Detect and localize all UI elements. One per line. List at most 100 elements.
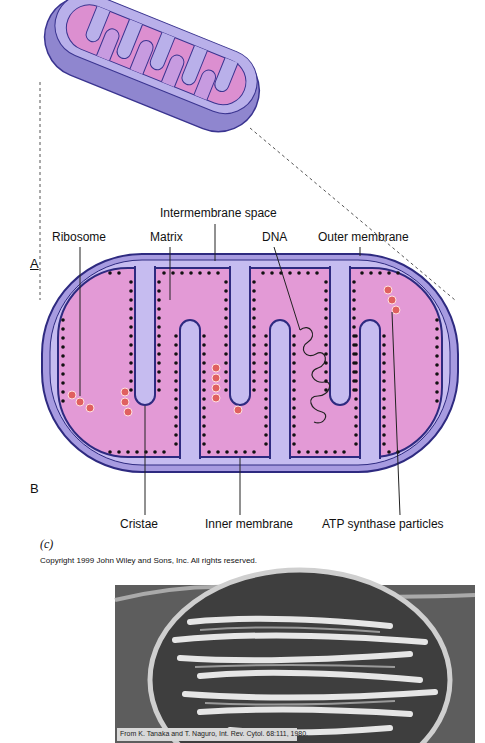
atp-particle [382,388,386,392]
atp-particle [202,361,206,365]
atp-particle [202,352,206,356]
atp-particle [157,343,161,347]
atp-particle [157,379,161,383]
atp-particle [387,271,391,275]
atp-particle [264,361,268,365]
atp-particle [435,372,439,376]
atp-particle [174,352,178,356]
atp-particle [224,298,228,302]
region-label: Matrix [150,231,183,245]
atp-particle [224,325,228,329]
atp-particle [225,450,229,454]
atp-particle [224,334,228,338]
atp-particle [354,415,358,419]
atp-particle [264,388,268,392]
atp-particle [435,318,439,322]
atp-particle [129,325,133,329]
atp-particle [382,415,386,419]
atp-particle [264,379,268,383]
atp-particle [382,370,386,374]
atp-particle [61,363,65,367]
atp-particle [129,379,133,383]
atp-particle [252,316,256,320]
atp-particle [198,271,202,275]
atp-particle [382,442,386,446]
atp-particle [324,307,328,311]
atp-particle [243,450,247,454]
atp-particle [396,271,400,275]
atp-particle [129,307,133,311]
atp-particle [324,316,328,320]
panel-letter: B [30,482,39,497]
atp-particle [61,390,65,394]
atp-particle [129,361,133,365]
part-label: Inner membrane [205,518,293,532]
atp-particle [108,271,112,275]
atp-particle [354,334,358,338]
atp-particle [126,450,130,454]
atp-particle [264,442,268,446]
atp-particle [157,370,161,374]
atp-particle [354,361,358,365]
atp-particle [292,361,296,365]
atp-particle [292,370,296,374]
atp-particle [135,450,139,454]
atp-particle [264,343,268,347]
atp-particle [382,424,386,428]
atp-particle [157,316,161,320]
atp-particle [157,388,161,392]
atp-particle [324,361,328,365]
atp-particle [360,271,364,275]
atp-particle [288,271,292,275]
atp-particle [382,406,386,410]
atp-particle [324,334,328,338]
atp-particle [264,415,268,419]
atp-particle [292,433,296,437]
atp-particle [252,289,256,293]
atp-particle [61,399,65,403]
atp-particle [435,399,439,403]
atp-particle [324,343,328,347]
atp-particle [202,379,206,383]
atp-particle [61,327,65,331]
part-label: DNA [262,231,287,245]
atp-particle [270,271,274,275]
part-label: ATP synthase particles [322,518,444,532]
atp-particle [252,388,256,392]
atp-particle [382,352,386,356]
atp-particle [324,379,328,383]
atp-particle [306,450,310,454]
atp-particle [352,316,356,320]
atp-particle [264,370,268,374]
atp-particle [387,450,391,454]
atp-particle [162,450,166,454]
atp-particle [171,271,175,275]
atp-particle [369,271,373,275]
atp-particle [157,289,161,293]
atp-particle [252,361,256,365]
atp-particle [174,397,178,401]
atp-particle [354,343,358,347]
atp-particle [224,361,228,365]
atp-particle [162,271,166,275]
atp-particle [354,397,358,401]
region-label: Intermembrane space [160,207,277,221]
atp-particle [202,433,206,437]
atp-particle [202,442,206,446]
atp-particle [382,343,386,347]
atp-particle [382,397,386,401]
atp-particle [157,352,161,356]
atp-particle [315,450,319,454]
credit-note: From K. Tanaka and T. Naguro, Int. Rev. … [120,730,308,738]
atp-particle [174,334,178,338]
atp-particle [180,271,184,275]
atp-particle [342,450,346,454]
atp-particle [292,442,296,446]
atp-particle [252,379,256,383]
atp-particle [264,424,268,428]
atp-particle [292,334,296,338]
atp-particle [354,424,358,428]
atp-particle [324,298,328,302]
atp-particle [202,334,206,338]
